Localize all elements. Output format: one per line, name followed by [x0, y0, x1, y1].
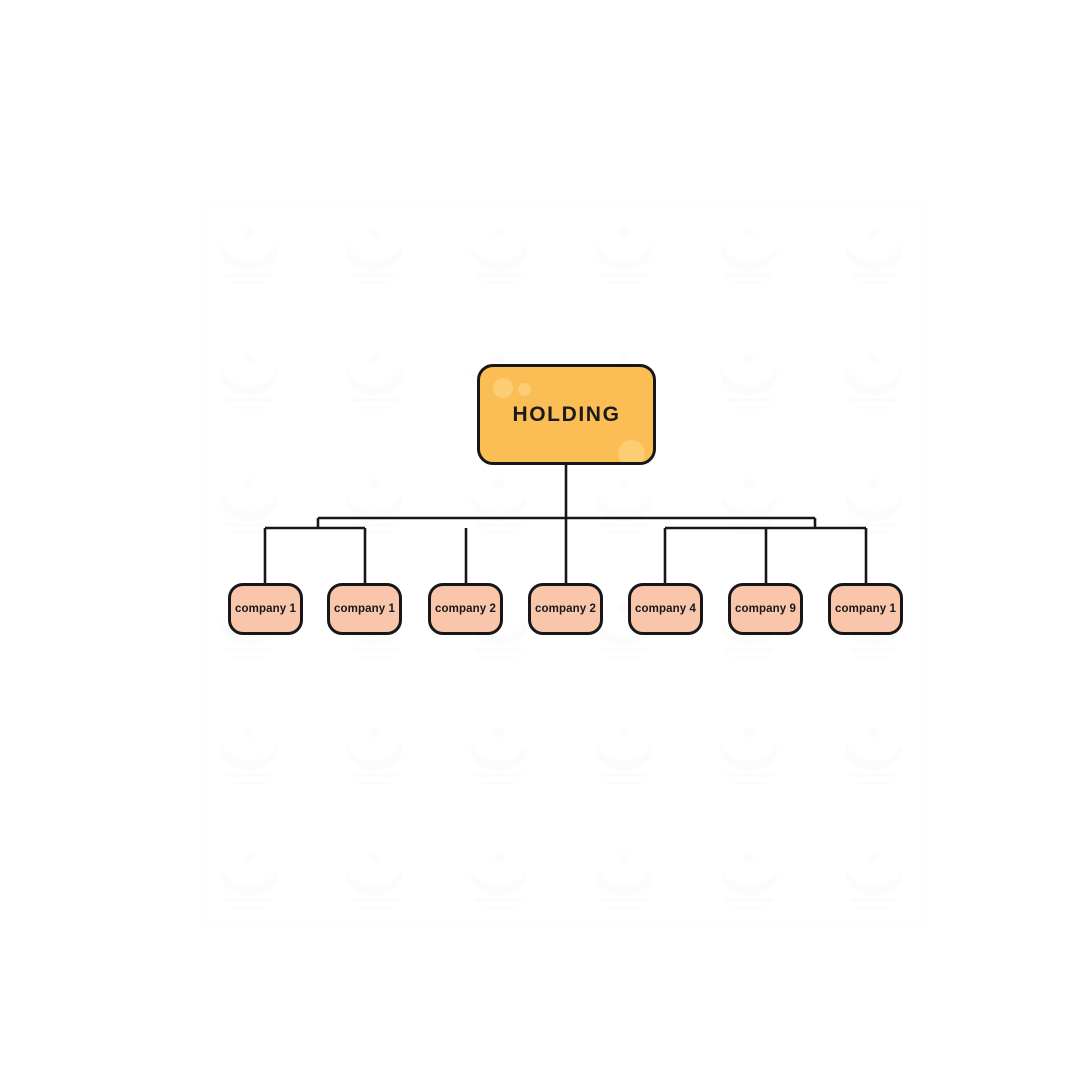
company-node[interactable]: company 2 — [428, 583, 503, 635]
company-node[interactable]: company 4 — [628, 583, 703, 635]
company-node-label: company 2 — [535, 603, 596, 615]
company-node-label: company 4 — [635, 603, 696, 615]
decorative-circle-icon — [518, 383, 531, 396]
holding-node-label: HOLDING — [512, 402, 621, 426]
company-node[interactable]: company 9 — [728, 583, 803, 635]
company-node-label: company 2 — [435, 603, 496, 615]
canvas-border — [203, 203, 925, 925]
holding-node[interactable]: HOLDING — [477, 364, 656, 465]
background-watermark — [203, 203, 925, 925]
company-node-label: company 9 — [735, 603, 796, 615]
decorative-circle-icon — [493, 378, 513, 398]
company-node-label: company 1 — [835, 603, 896, 615]
company-node-label: company 1 — [235, 603, 296, 615]
company-node[interactable]: company 2 — [528, 583, 603, 635]
company-node[interactable]: company 1 — [828, 583, 903, 635]
decorative-circle-icon — [618, 440, 645, 462]
company-node[interactable]: company 1 — [327, 583, 402, 635]
company-node[interactable]: company 1 — [228, 583, 303, 635]
company-node-label: company 1 — [334, 603, 395, 615]
